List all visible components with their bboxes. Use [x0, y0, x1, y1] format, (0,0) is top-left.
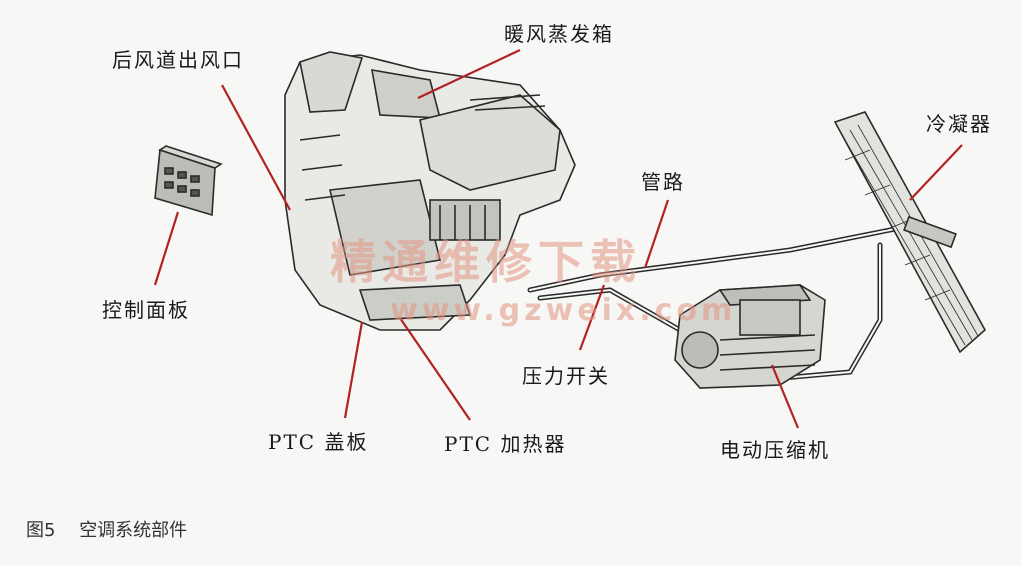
leader-condenser [909, 144, 963, 201]
label-pipe: 管路 [641, 170, 685, 194]
label-rear-vent: 后风道出风口 [112, 48, 244, 72]
leader-lines [153, 49, 963, 429]
figure-title: 空调系统部件 [79, 520, 188, 541]
figure-number: 图5 [26, 520, 56, 541]
label-pressure-switch: 压力开关 [522, 364, 610, 388]
leader-compressor [770, 364, 800, 429]
figure-caption: 图5 空调系统部件 [26, 516, 205, 542]
watermark-cn: 精通维修下载 [330, 235, 642, 289]
control-panel-drawing [154, 145, 223, 217]
label-hvac-box: 暖风蒸发箱 [504, 22, 614, 46]
condenser-drawing [833, 111, 987, 354]
label-ptc-heater: PTC 加热器 [444, 432, 567, 456]
hvac-box-drawing [284, 51, 576, 331]
leader-control-panel [153, 211, 180, 286]
leader-ptc-cover [343, 321, 364, 419]
label-control-panel: 控制面板 [102, 298, 190, 322]
leader-pipe [643, 199, 670, 269]
leader-rear-vent [221, 84, 291, 211]
leader-hvac-box [417, 49, 521, 99]
watermark-en: www.gzweix.com [390, 293, 737, 328]
label-compressor: 电动压缩机 [720, 438, 830, 462]
compressor-drawing [674, 284, 826, 389]
label-condenser: 冷凝器 [926, 112, 992, 136]
leader-ptc-heater [399, 317, 471, 421]
leader-pressure-switch [578, 284, 606, 351]
label-ptc-cover: PTC 盖板 [268, 430, 369, 454]
